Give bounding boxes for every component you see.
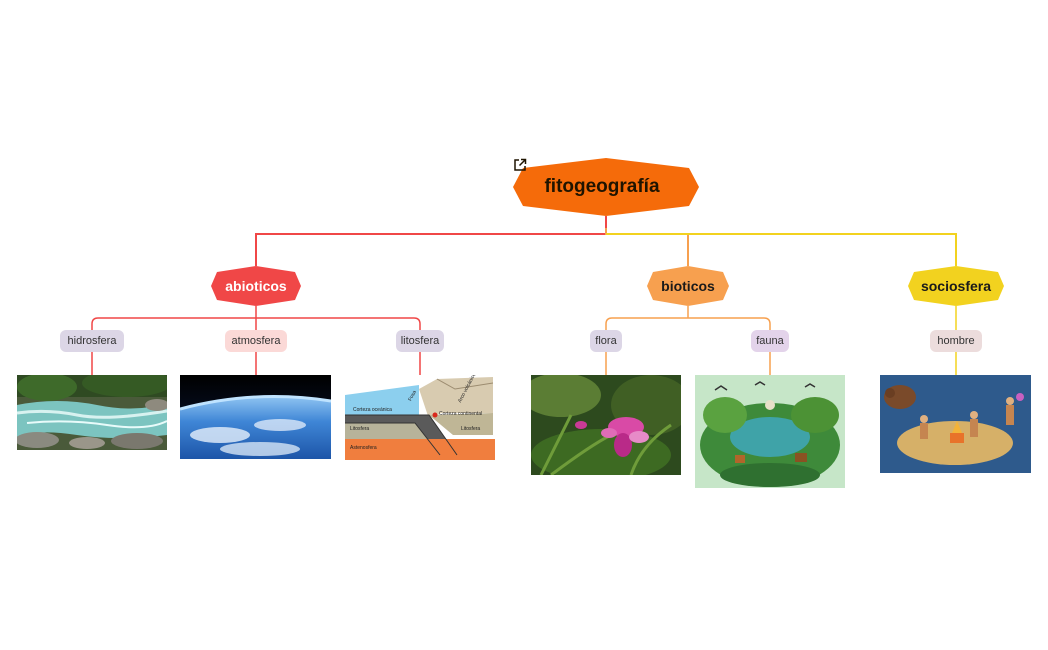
- topic-hidrosfera[interactable]: hidrosfera: [60, 330, 124, 352]
- topic-bioticos[interactable]: bioticos: [647, 266, 729, 306]
- label-corteza-continental: Corteza continental: [439, 411, 483, 417]
- fauna-animals-image: [695, 375, 845, 488]
- atmosfera-earth-image: [180, 375, 331, 459]
- topic-sociosfera-label: sociosfera: [920, 278, 992, 294]
- topic-sociosfera[interactable]: sociosfera: [908, 266, 1004, 306]
- topic-bioticos-label: bioticos: [661, 278, 715, 294]
- topic-atmosfera[interactable]: atmosfera: [225, 330, 287, 352]
- label-litosfera-right: Litosfera: [461, 426, 481, 432]
- topic-flora[interactable]: flora: [590, 330, 622, 352]
- topic-abioticos-label: abioticos: [225, 278, 287, 294]
- topic-abioticos[interactable]: abioticos: [211, 266, 301, 306]
- root-topic-fitogeografia[interactable]: fitogeografía: [513, 158, 699, 216]
- label-astenosfera: Astenosfera: [350, 445, 377, 451]
- flora-orchid-image: [531, 375, 681, 475]
- label-corteza-oceanica: Corteza oceánica: [353, 407, 392, 413]
- label-litosfera-left: Litosfera: [350, 426, 370, 432]
- topic-litosfera[interactable]: litosfera: [396, 330, 444, 352]
- hidrosfera-river-image: [17, 375, 167, 450]
- topic-fauna[interactable]: fauna: [751, 330, 789, 352]
- topic-hombre[interactable]: hombre: [930, 330, 982, 352]
- litosfera-subduction-diagram: Corteza oceánica Corteza continental Lit…: [345, 375, 495, 460]
- root-topic-label: fitogeografía: [544, 176, 660, 197]
- hombre-prehistoric-image: [880, 375, 1031, 473]
